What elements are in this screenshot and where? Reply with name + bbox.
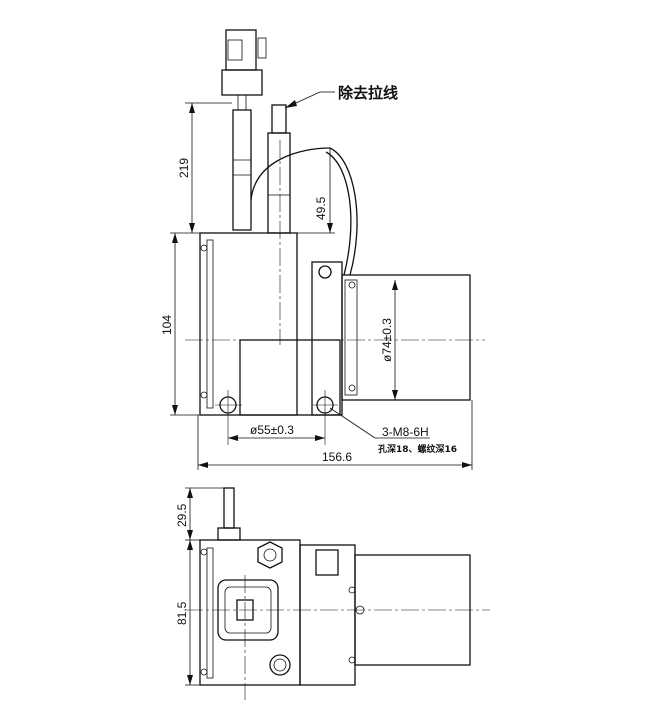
dim-phi55: ø55±0.3 — [250, 423, 294, 437]
dim-156-6: 156.6 — [322, 450, 352, 464]
dim-104: 104 — [160, 315, 174, 335]
remove-wire-label: 除去拉线 — [338, 84, 398, 102]
dim-81-5: 81.5 — [175, 601, 189, 625]
dim-phi74: ø74±0.3 — [380, 318, 394, 362]
dim-219: 219 — [177, 158, 191, 178]
dim-29-5: 29.5 — [175, 503, 189, 527]
side-rod — [223, 487, 235, 529]
side-body — [199, 539, 301, 686]
side-view: 29.5 81.5 — [175, 487, 490, 700]
hex-nut — [257, 541, 283, 569]
main-body — [199, 232, 298, 416]
dim-49-5: 49.5 — [314, 196, 328, 220]
motor-housing — [341, 274, 471, 401]
cable-sleeve — [232, 109, 252, 231]
thread-spec-label: 3-M8-6H — [382, 425, 429, 439]
thread-note-label: 孔深18、螺纹深16 — [378, 443, 457, 455]
top-view: 除去拉线 219 49.5 104 ø74±0.3 ø55±0.3 — [160, 29, 485, 470]
wire-rod — [271, 104, 287, 134]
connector-plug — [225, 29, 257, 71]
